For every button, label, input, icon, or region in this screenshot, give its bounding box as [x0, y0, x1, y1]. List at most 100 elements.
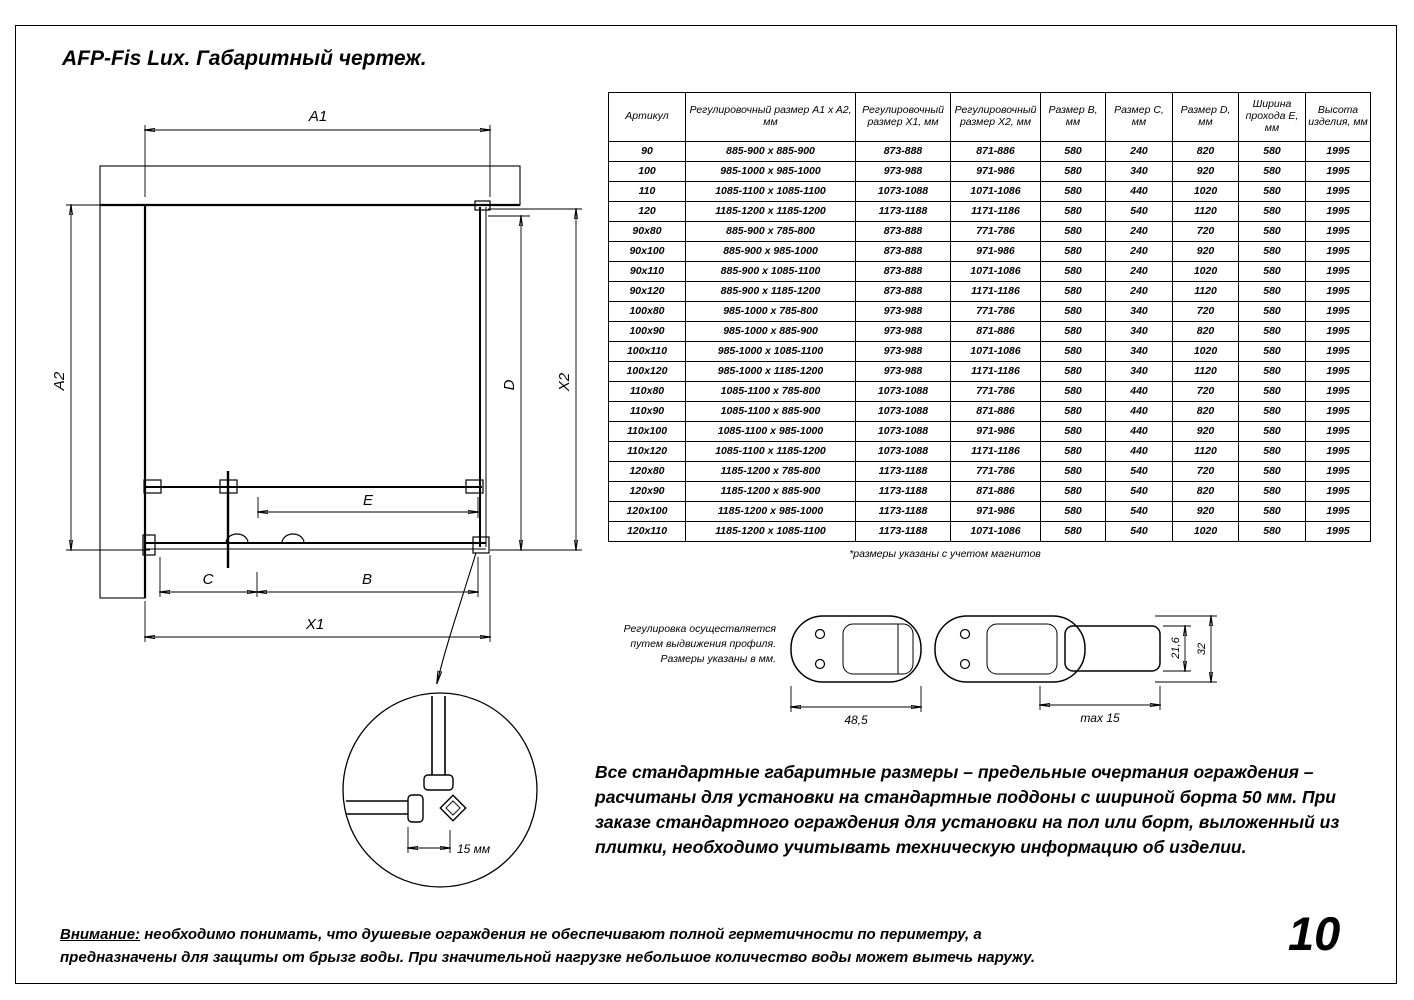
table-cell: 110 [608, 181, 686, 202]
table-cell: 580 [1238, 361, 1306, 382]
table-cell: 110x100 [608, 421, 686, 442]
table-cell: 120x90 [608, 481, 686, 502]
table-cell: 1185-1200 x 885-900 [685, 481, 856, 502]
detail-leader-arrow [437, 552, 477, 683]
table-cell: 873-888 [855, 221, 951, 242]
table-cell: 540 [1105, 201, 1173, 222]
size-table: Артикул Регулировочный размер A1 x A2, м… [608, 92, 1371, 542]
installation-note: Все стандартные габаритные размеры – пре… [595, 762, 1340, 858]
table-cell: 580 [1040, 301, 1106, 322]
dim-label-x2: X2 [556, 372, 573, 392]
table-cell: 440 [1105, 441, 1173, 462]
table-cell: 580 [1040, 181, 1106, 202]
warning-note: Внимание: необходимо понимать, что душев… [60, 924, 1070, 969]
table-cell: 580 [1040, 161, 1106, 182]
table-cell: 580 [1040, 361, 1106, 382]
table-cell: 580 [1040, 321, 1106, 342]
table-cell: 240 [1105, 221, 1173, 242]
col-header-e: Ширина прохода E, мм [1238, 92, 1306, 142]
table-cell: 580 [1040, 421, 1106, 442]
table-cell: 120 [608, 201, 686, 222]
table-cell: 1120 [1172, 281, 1239, 302]
table-cell: 540 [1105, 501, 1173, 522]
profile-width-label: 48,5 [844, 713, 868, 727]
table-cell: 580 [1040, 341, 1106, 362]
table-cell: 1995 [1305, 521, 1371, 542]
table-footnote: *размеры указаны с учетом магнитов [849, 548, 1041, 560]
table-cell: 580 [1040, 201, 1106, 222]
table-cell: 1085-1100 x 1185-1200 [685, 441, 856, 462]
table-cell: 240 [1105, 241, 1173, 262]
table-cell: 1071-1086 [950, 341, 1041, 362]
table-cell: 580 [1040, 481, 1106, 502]
table-cell: 1995 [1305, 421, 1371, 442]
table-cell: 885-900 x 985-1000 [685, 241, 856, 262]
table-cell: 1073-1088 [855, 401, 951, 422]
table-cell: 971-986 [950, 501, 1041, 522]
table-cell: 885-900 x 1185-1200 [685, 281, 856, 302]
dimension-x1: X1 [145, 555, 490, 642]
table-cell: 340 [1105, 341, 1173, 362]
dimensional-drawing: A1 A2 X2 D E C [51, 108, 582, 888]
adjustment-note-line: путем выдвижения профиля. [630, 638, 776, 651]
table-cell: 1995 [1305, 501, 1371, 522]
table-cell: 1073-1088 [855, 421, 951, 442]
col-header-c: Размер C, мм [1105, 92, 1173, 142]
table-cell: 985-1000 x 985-1000 [685, 161, 856, 182]
table-cell: 1171-1186 [950, 281, 1041, 302]
table-cell: 1071-1086 [950, 261, 1041, 282]
table-cell: 1171-1186 [950, 361, 1041, 382]
table-cell: 985-1000 x 885-900 [685, 321, 856, 342]
table-cell: 1085-1100 x 1085-1100 [685, 181, 856, 202]
table-cell: 580 [1238, 461, 1306, 482]
enclosure-outline [142, 200, 491, 568]
dim-label-c: C [203, 571, 214, 588]
table-cell: 971-986 [950, 421, 1041, 442]
table-cell: 1073-1088 [855, 441, 951, 462]
profile-inner-height-label: 21,6 [1170, 636, 1182, 659]
table-cell: 580 [1238, 281, 1306, 302]
dimension-b: B [257, 557, 478, 597]
table-cell: 580 [1238, 381, 1306, 402]
table-cell: 580 [1238, 421, 1306, 442]
table-cell: 771-786 [950, 381, 1041, 402]
table-cell: 1120 [1172, 201, 1239, 222]
table-cell: 973-988 [855, 301, 951, 322]
table-cell: 1995 [1305, 301, 1371, 322]
table-cell: 873-888 [855, 241, 951, 262]
table-cell: 340 [1105, 301, 1173, 322]
table-cell: 1085-1100 x 885-900 [685, 401, 856, 422]
table-cell: 100 [608, 161, 686, 182]
table-cell: 580 [1238, 321, 1306, 342]
adjustment-note-line: Размеры указаны в мм. [660, 653, 776, 666]
table-cell: 90x110 [608, 261, 686, 282]
table-cell: 1171-1186 [950, 201, 1041, 222]
table-cell: 973-988 [855, 361, 951, 382]
profile-extension-label: max 15 [1080, 711, 1120, 725]
table-cell: 110x120 [608, 441, 686, 462]
wall-hatching [99, 165, 521, 599]
table-cell: 120x100 [608, 501, 686, 522]
col-header-x2: Регулировочный размер X2, мм [950, 92, 1041, 142]
table-cell: 1995 [1305, 261, 1371, 282]
table-cell: 720 [1172, 221, 1239, 242]
table-cell: 1185-1200 x 1085-1100 [685, 521, 856, 542]
table-cell: 771-786 [950, 301, 1041, 322]
table-cell: 580 [1238, 181, 1306, 202]
table-cell: 771-786 [950, 221, 1041, 242]
table-cell: 540 [1105, 481, 1173, 502]
table-cell: 1995 [1305, 241, 1371, 262]
adjustment-note-line: Регулировка осуществляется [623, 623, 776, 635]
table-cell: 100x80 [608, 301, 686, 322]
table-cell: 90x100 [608, 241, 686, 262]
